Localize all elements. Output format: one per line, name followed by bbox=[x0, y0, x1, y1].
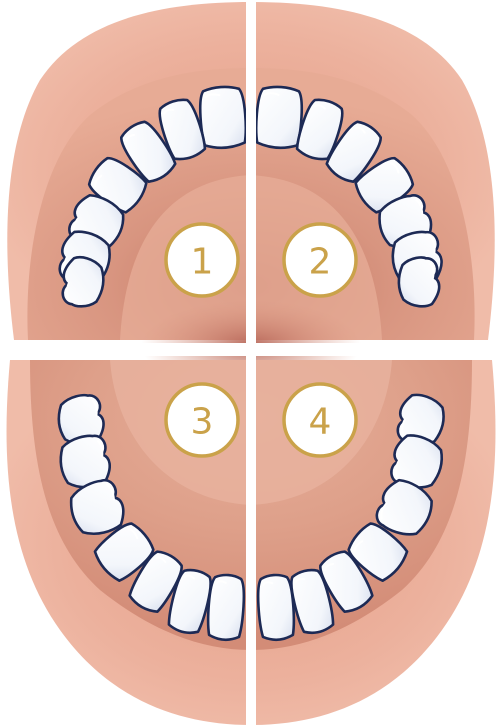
vertical-divider-upper bbox=[246, 0, 256, 345]
quadrant-label-4: 4 bbox=[309, 402, 332, 443]
vertical-divider-lower bbox=[246, 355, 256, 727]
quadrant-label-1: 1 bbox=[191, 242, 214, 283]
upper-tooth bbox=[255, 86, 304, 150]
upper-tooth bbox=[397, 256, 441, 308]
quadrant-badge-4: 4 bbox=[284, 384, 356, 456]
upper-tooth bbox=[199, 86, 248, 150]
quadrant-badge-3: 3 bbox=[166, 384, 238, 456]
lower-tooth bbox=[206, 574, 245, 641]
upper-tooth bbox=[61, 256, 105, 308]
horizontal-divider bbox=[0, 343, 502, 356]
quadrant-badge-2: 2 bbox=[284, 224, 356, 296]
quadrant-badge-1: 1 bbox=[166, 224, 238, 296]
quadrant-label-2: 2 bbox=[309, 242, 332, 283]
quadrant-label-3: 3 bbox=[191, 402, 214, 443]
lower-tooth bbox=[256, 574, 295, 641]
